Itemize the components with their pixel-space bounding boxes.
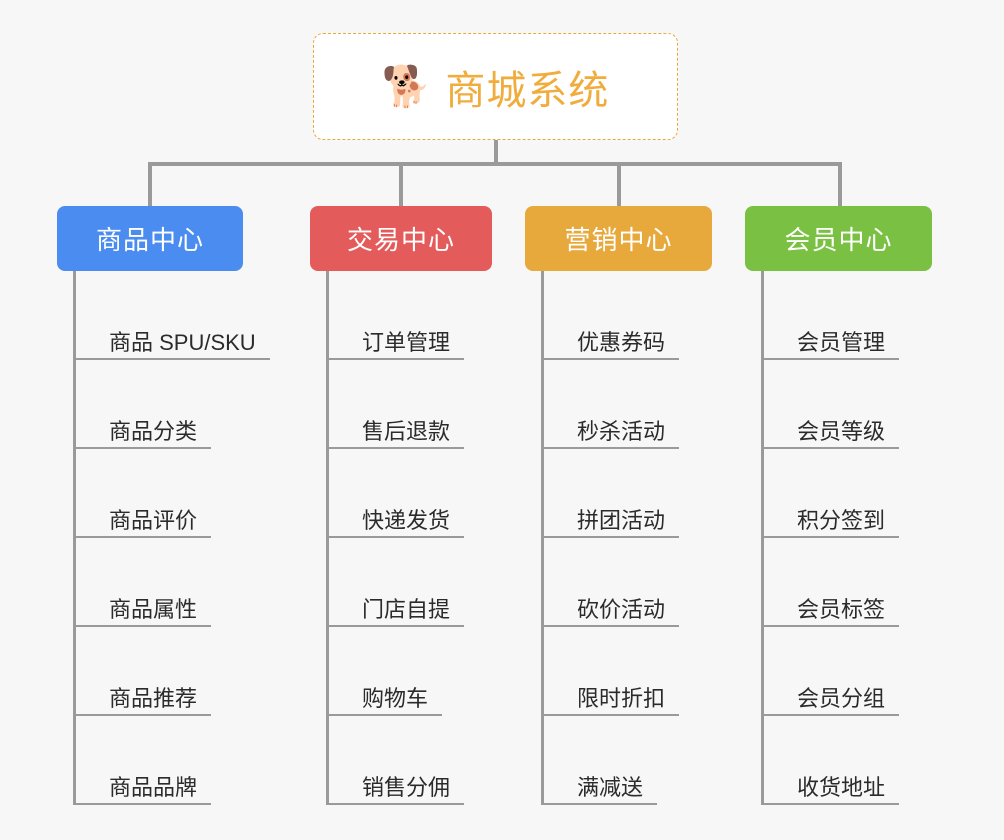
leaf-item[interactable]: 商品评价: [76, 449, 243, 538]
category-title-4: 会员中心: [784, 225, 893, 255]
leaf-label: 会员管理: [797, 329, 886, 355]
leaf-label: 秒杀活动: [577, 418, 666, 444]
leaf-underline: [764, 625, 899, 627]
category-header-2[interactable]: 交易中心: [310, 206, 492, 271]
leaf-item[interactable]: 购物车: [329, 627, 492, 716]
leaf-item[interactable]: 砍价活动: [544, 538, 712, 627]
leaf-label: 门店自提: [362, 596, 451, 622]
leaf-item[interactable]: 商品推荐: [76, 627, 243, 716]
leaf-label: 商品推荐: [109, 685, 198, 711]
leaf-item[interactable]: 会员等级: [764, 360, 932, 449]
leaf-item[interactable]: 满减送: [544, 716, 712, 805]
category-header-3[interactable]: 营销中心: [525, 206, 712, 271]
leaf-list-3: 优惠券码 秒杀活动 拼团活动 砍价活动 限时折扣 满减送: [541, 271, 712, 805]
root-title: 商城系统: [445, 68, 610, 113]
leaf-underline: [544, 447, 679, 449]
leaf-label: 会员等级: [797, 418, 886, 444]
branch-drop-connector-4: [838, 162, 842, 206]
leaf-list-1: 商品 SPU/SKU 商品分类 商品评价 商品属性 商品推荐 商品品牌: [73, 271, 270, 805]
leaf-underline: [764, 714, 899, 716]
leaf-label: 商品属性: [109, 596, 198, 622]
leaf-underline: [544, 714, 679, 716]
leaf-item[interactable]: 商品分类: [76, 360, 243, 449]
leaf-item[interactable]: 订单管理: [329, 271, 492, 360]
leaf-item[interactable]: 会员管理: [764, 271, 932, 360]
shiba-dog-emoji-icon: 🐕: [381, 64, 432, 109]
leaf-label: 销售分佣: [362, 774, 451, 800]
leaf-item[interactable]: 积分签到: [764, 449, 932, 538]
leaf-underline: [76, 447, 211, 449]
leaf-item[interactable]: 优惠券码: [544, 271, 712, 360]
leaf-underline: [544, 625, 679, 627]
leaf-label: 限时折扣: [577, 685, 666, 711]
leaf-underline: [329, 803, 464, 805]
leaf-item[interactable]: 商品品牌: [76, 716, 243, 805]
leaf-underline: [329, 536, 464, 538]
leaf-label: 积分签到: [797, 507, 886, 533]
leaf-underline: [764, 803, 899, 805]
leaf-label: 会员标签: [797, 596, 886, 622]
branch-column-1: 商品中心 商品 SPU/SKU 商品分类 商品评价 商品属性 商品推荐: [57, 206, 270, 805]
leaf-underline: [76, 358, 270, 360]
leaf-underline: [329, 447, 464, 449]
category-title-3: 营销中心: [564, 225, 673, 255]
category-header-1[interactable]: 商品中心: [57, 206, 243, 271]
leaf-underline: [764, 536, 899, 538]
leaf-underline: [329, 714, 442, 716]
leaf-underline: [764, 358, 899, 360]
leaf-underline: [76, 536, 211, 538]
horizontal-bus-connector: [148, 162, 842, 166]
leaf-item[interactable]: 售后退款: [329, 360, 492, 449]
leaf-underline: [76, 714, 211, 716]
leaf-list-4: 会员管理 会员等级 积分签到 会员标签 会员分组 收货地址: [761, 271, 932, 805]
leaf-item[interactable]: 会员标签: [764, 538, 932, 627]
leaf-underline: [329, 625, 464, 627]
leaf-item[interactable]: 快递发货: [329, 449, 492, 538]
root-stem-connector: [494, 140, 498, 164]
leaf-label: 商品 SPU/SKU: [109, 329, 256, 355]
leaf-list-2: 订单管理 售后退款 快递发货 门店自提 购物车 销售分佣: [326, 271, 492, 805]
category-header-4[interactable]: 会员中心: [745, 206, 932, 271]
branch-drop-connector-1: [148, 162, 152, 206]
branch-column-2: 交易中心 订单管理 售后退款 快递发货 门店自提 购物车: [310, 206, 492, 805]
leaf-item[interactable]: 会员分组: [764, 627, 932, 716]
category-title-2: 交易中心: [346, 225, 455, 255]
leaf-underline: [544, 358, 679, 360]
leaf-label: 会员分组: [797, 685, 886, 711]
leaf-underline: [544, 536, 679, 538]
leaf-underline: [76, 803, 211, 805]
leaf-label: 订单管理: [362, 329, 451, 355]
leaf-label: 拼团活动: [577, 507, 666, 533]
leaf-item[interactable]: 限时折扣: [544, 627, 712, 716]
leaf-label: 商品品牌: [109, 774, 198, 800]
root-node[interactable]: 🐕 商城系统: [313, 33, 678, 140]
leaf-item[interactable]: 拼团活动: [544, 449, 712, 538]
leaf-underline: [544, 803, 657, 805]
leaf-item[interactable]: 收货地址: [764, 716, 932, 805]
branch-column-4: 会员中心 会员管理 会员等级 积分签到 会员标签 会员分组: [745, 206, 932, 805]
leaf-label: 砍价活动: [577, 596, 666, 622]
category-title-1: 商品中心: [95, 225, 204, 255]
leaf-underline: [76, 625, 211, 627]
leaf-item[interactable]: 商品 SPU/SKU: [76, 271, 270, 360]
leaf-label: 购物车: [362, 685, 429, 711]
leaf-underline: [329, 358, 464, 360]
leaf-label: 收货地址: [797, 774, 886, 800]
leaf-item[interactable]: 销售分佣: [329, 716, 492, 805]
leaf-item[interactable]: 秒杀活动: [544, 360, 712, 449]
leaf-label: 满减送: [577, 774, 644, 800]
leaf-label: 优惠券码: [577, 329, 666, 355]
branch-column-3: 营销中心 优惠券码 秒杀活动 拼团活动 砍价活动 限时折扣: [525, 206, 712, 805]
leaf-label: 快递发货: [362, 507, 451, 533]
leaf-label: 商品分类: [109, 418, 198, 444]
leaf-label: 商品评价: [109, 507, 198, 533]
leaf-item[interactable]: 门店自提: [329, 538, 492, 627]
leaf-label: 售后退款: [362, 418, 451, 444]
branch-drop-connector-2: [399, 162, 403, 206]
leaf-underline: [764, 447, 899, 449]
branch-drop-connector-3: [617, 162, 621, 206]
leaf-item[interactable]: 商品属性: [76, 538, 243, 627]
